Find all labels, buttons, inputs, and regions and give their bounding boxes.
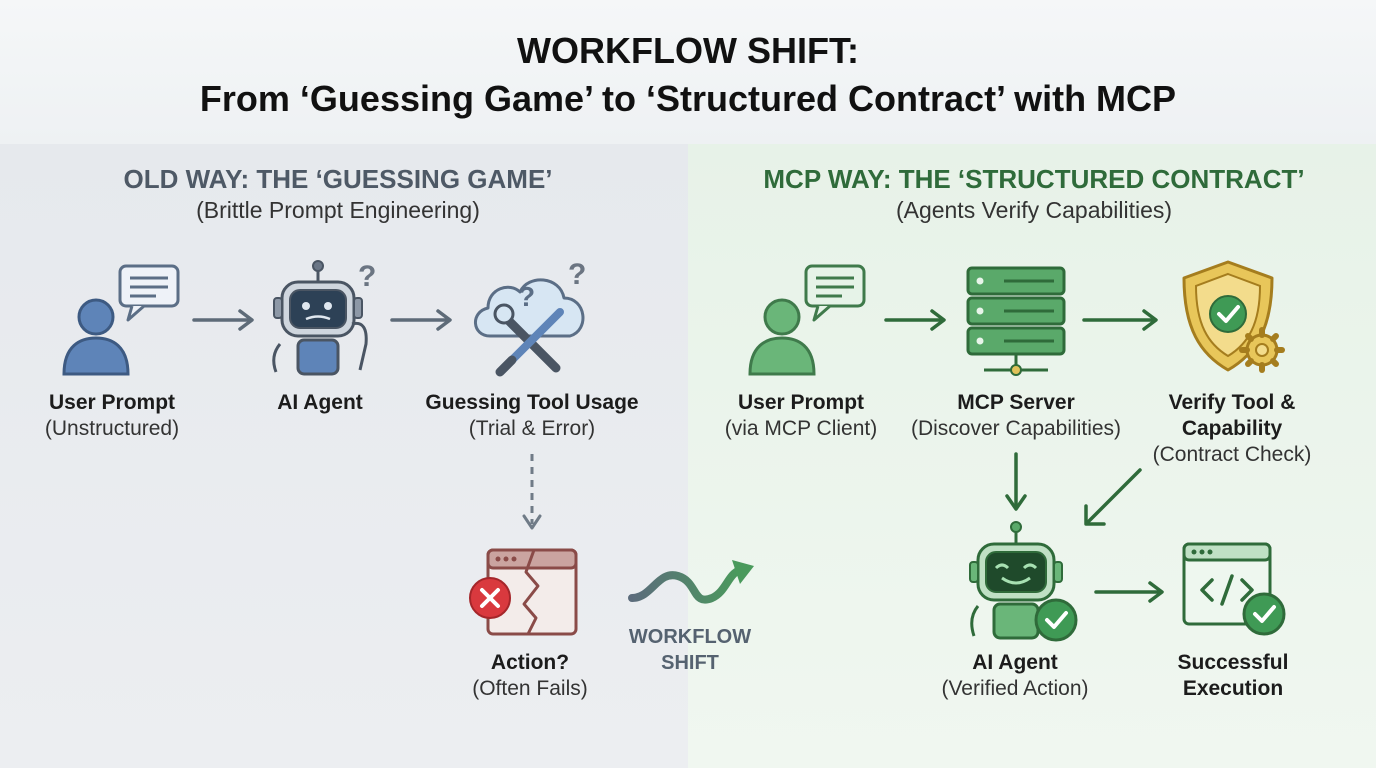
workflow-shift-label: WORKFLOW SHIFT [628,626,752,674]
arrow-right-icon [884,309,946,331]
svg-text:?: ? [358,260,376,293]
guessing-tool-label: Guessing Tool Usage (Trial & Error) [425,391,639,440]
mcp-ai-agent-label: AI Agent (Verified Action) [941,651,1089,700]
mcp-way-subtitle: (Agents Verify Capabilities) [895,197,1173,223]
old-way-panel [0,144,688,768]
verified-robot-icon [969,521,1078,642]
mcp-user-prompt-label: User Prompt (via MCP Client) [724,391,878,440]
mcp-server-label: MCP Server (Discover Capabilities) [910,391,1122,440]
broken-window-icon [469,548,578,636]
user-prompt-icon [748,264,866,376]
arrow-down-icon [1005,452,1027,511]
action-label: Action? (Often Fails) [472,651,588,700]
confused-robot-icon: ? [272,260,376,376]
page-subtitle: From ‘Guessing Game’ to ‘Structured Cont… [199,78,1177,119]
dashed-arrow-down-icon [522,454,542,530]
arrow-right-icon [390,309,452,331]
arrow-right-icon [1082,309,1158,331]
arrow-right-icon [192,309,254,331]
svg-text:?: ? [568,258,586,291]
server-icon [966,266,1066,376]
arrow-right-icon [1094,581,1164,603]
header [0,0,1376,144]
verify-label: Verify Tool & Capability (Contract Check… [1152,391,1312,466]
svg-text:?: ? [518,281,535,312]
arrow-diagonal-icon [1084,468,1142,526]
old-way-title: OLD WAY: THE ‘GUESSING GAME’ [123,164,553,194]
cloud-tools-icon: ? ? [474,258,586,377]
shift-wave-icon [628,560,754,604]
mcp-way-panel [688,144,1376,768]
old-ai-agent-label: AI Agent [277,391,363,414]
old-way-subtitle: (Brittle Prompt Engineering) [196,197,480,223]
shield-check-icon [1182,260,1285,373]
execution-label: Successful Execution [1177,651,1289,700]
code-window-icon [1182,542,1286,636]
page-title: WORKFLOW SHIFT: [517,30,859,71]
user-prompt-icon [62,264,180,376]
old-user-prompt-label: User Prompt (Unstructured) [44,391,180,440]
mcp-way-title: MCP WAY: THE ‘STRUCTURED CONTRACT’ [763,164,1305,194]
